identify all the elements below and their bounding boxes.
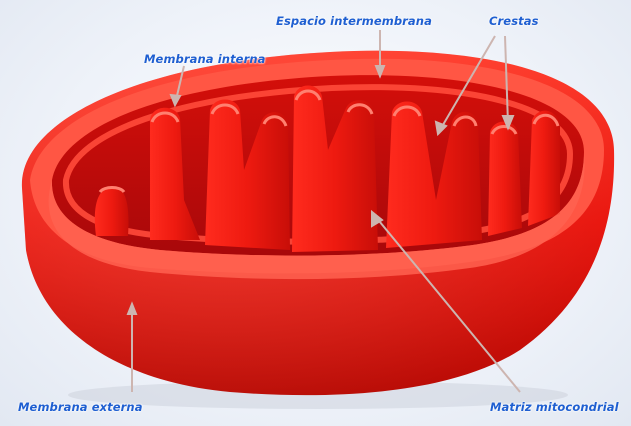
label-espacio-intermembrana: Espacio intermembrana <box>276 14 432 28</box>
label-membrana-externa: Membrana externa <box>18 400 143 414</box>
label-matriz-mitocondrial: Matriz mitocondrial <box>490 400 619 414</box>
label-membrana-interna: Membrana interna <box>144 52 266 66</box>
crista-6 <box>488 122 522 237</box>
label-crestas: Crestas <box>489 14 539 28</box>
crista-7 <box>528 111 560 226</box>
